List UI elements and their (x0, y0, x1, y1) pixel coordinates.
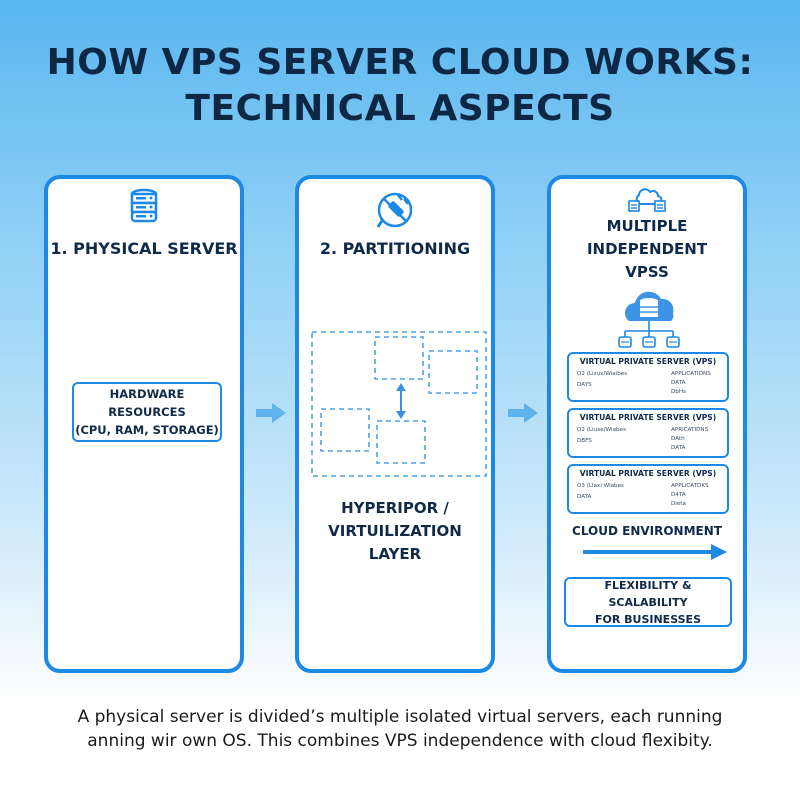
vps-heading-line-3: VPSS (625, 263, 669, 281)
virtual-partitions-diagram (311, 331, 487, 477)
page-title: HOW VPS SERVER CLOUD WORKS: TECHNICAL AS… (0, 40, 800, 132)
hypervisor-line-2: VIRTUILIZATION (328, 522, 462, 540)
flexibility-line-2: FOR BUSINESSES (594, 612, 701, 626)
vps-heading-line-2: INDEPENDENT (586, 240, 708, 258)
partitioning-heading: 2. PARTITIONING (319, 239, 471, 258)
hardware-resources-line-1: HARDWARE RESOURCES (108, 387, 186, 419)
vps-card: VIRTUAL PRIVATE SERVER (VPS) O2 (Lizux/W… (567, 352, 729, 402)
vps-card-storage: DATA (577, 494, 592, 500)
vps-heading-line-1: MULTIPLE (606, 217, 688, 235)
caption-line-2: anning wir own OS. This combines VPS ind… (87, 731, 713, 751)
plug-tool-icon (376, 192, 413, 228)
vps-card-apps: APPLICATIDNS (671, 371, 711, 377)
caption-line-1: A physical server is divided’s multiple … (77, 707, 723, 727)
vps-card-data: D4TA (671, 492, 686, 498)
vps-card-os: O2 (Lizux/Wiaibes (577, 371, 628, 377)
hypervisor-line-3: LAYER (368, 545, 422, 563)
vps-card-apps: APPLICATDKS (671, 483, 709, 489)
server-database-icon (130, 188, 158, 223)
hypervisor-layer-label: HYPERIPOR / VIRTUILIZATION LAYER (299, 497, 491, 566)
arrow-right-icon (508, 403, 538, 423)
hypervisor-line-1: HYPERIPOR / (341, 499, 449, 517)
arrow-right-icon (583, 544, 727, 560)
physical-server-panel: 1. PHYSICAL SERVER HARDWARE RESOURCES (C… (44, 175, 244, 673)
title-line-2: TECHNICAL ASPECTS (185, 88, 615, 129)
cloud-database-icon (618, 291, 680, 348)
vps-card-storage: DAYS (577, 382, 592, 388)
flexibility-box: FLEXIBILITY & SCALABILITY FOR BUSINESSES (564, 577, 732, 627)
vps-card-apps: APRICATIDNS (671, 427, 709, 433)
cloud-environment-label: CLOUD ENVIRONMENT (572, 524, 722, 538)
vps-card-db: DbHs (671, 389, 686, 395)
arrow-right-icon (256, 403, 286, 423)
physical-server-heading: 1. PHYSICAL SERVER (50, 239, 238, 258)
vps-panel: MULTIPLE INDEPENDENT VPSS VIRTUAL PRIVAT… (547, 175, 747, 673)
vps-card-title: VIRTUAL PRIVATE SERVER (VPS) (579, 357, 717, 366)
vps-card: VIRTUAL PRIVATE SERVER (VPS) O2 (Liuxe/W… (567, 408, 729, 458)
vps-card: VIRTUAL PRIVATE SERVER (VPS) O3 (Llaxi W… (567, 464, 729, 514)
vps-card-storage: DBFS (577, 438, 592, 444)
flexibility-line-1: FLEXIBILITY & SCALABILITY (604, 578, 692, 609)
hardware-resources-line-2: (CPU, RAM, STORAGE) (75, 423, 219, 437)
cloud-servers-icon (628, 188, 666, 212)
vps-card-data: DAth (671, 436, 685, 442)
partitioning-panel: 2. PARTITIONING HYPERIPOR / VIRTUILIZATI… (295, 175, 495, 673)
vps-card-os: O2 (Liuxe/Wiabes (577, 427, 626, 433)
vps-heading: MULTIPLE INDEPENDENT VPSS (551, 215, 743, 284)
vps-card-os: O3 (Llaxi Wiabes (577, 483, 624, 489)
vps-card-data: DATA (671, 380, 686, 386)
vps-card-db: DATA (671, 445, 686, 451)
vps-card-title: VIRTUAL PRIVATE SERVER (VPS) (579, 413, 717, 422)
vps-card-db: Dieta (671, 501, 686, 507)
caption: A physical server is divided’s multiple … (0, 705, 800, 753)
hardware-resources-box: HARDWARE RESOURCES (CPU, RAM, STORAGE) (72, 382, 222, 442)
title-line-1: HOW VPS SERVER CLOUD WORKS: (46, 42, 754, 83)
vps-card-title: VIRTUAL PRIVATE SERVER (VPS) (579, 469, 717, 478)
